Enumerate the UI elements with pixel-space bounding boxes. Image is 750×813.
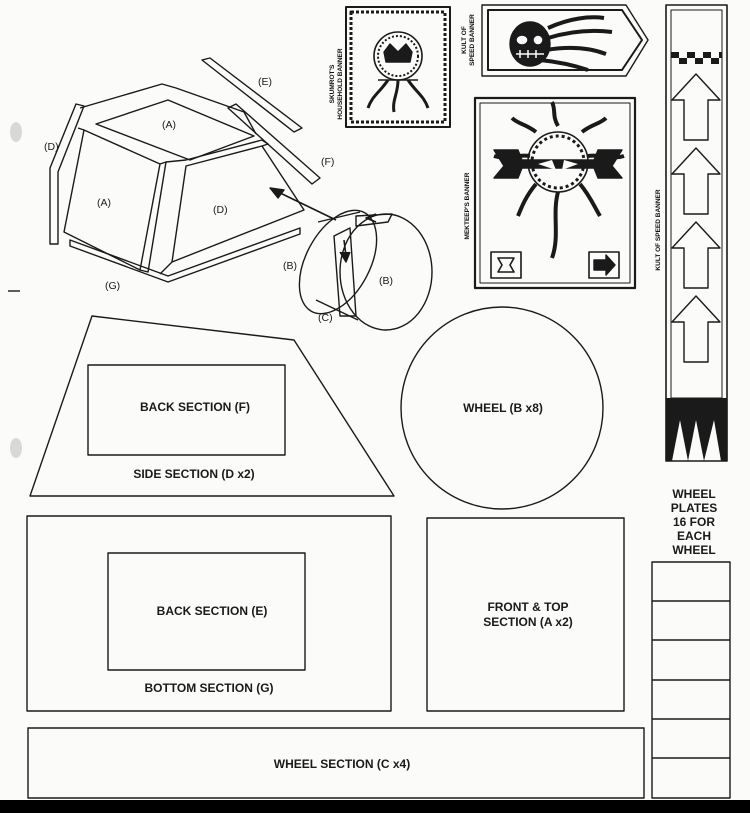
wheel-plates-grid (651, 561, 731, 799)
back-section-f-outline (87, 364, 286, 456)
label-d-right: (D) (213, 204, 228, 216)
label-f: (F) (321, 156, 334, 168)
punch-hole-bottom (10, 438, 22, 458)
wheel-plates-line3: 16 FOR (673, 515, 715, 529)
label-a-front: (A) (97, 197, 111, 209)
label-c: (C) (318, 312, 333, 324)
assembly-diagram (49, 57, 433, 331)
panel-a-top (95, 99, 255, 161)
wheel-outline (400, 306, 604, 510)
wheel-label: WHEEL (B x8) (463, 401, 543, 415)
kult-tall-title: KULT OF SPEED BANNER (655, 189, 662, 270)
wheel-section-label: WHEEL SECTION (C x4) (274, 757, 410, 771)
back-section-f-label: BACK SECTION (F) (140, 400, 250, 414)
mekteep-banner (473, 96, 637, 290)
label-g: (G) (105, 280, 120, 292)
panel-g-base (69, 227, 301, 283)
front-top-section-outline (426, 517, 625, 712)
panel-d-left (49, 103, 85, 245)
scan-bottom-edge (0, 800, 750, 813)
skumrot-banner (345, 6, 451, 128)
bottom-section-outline (26, 515, 392, 712)
wheel-plates-line5: WHEEL (672, 543, 715, 557)
skumrot-title-line2: HOUSEHOLD BANNER (337, 48, 344, 119)
kult-speed-banner-small (481, 4, 649, 77)
kult-speed-banner-tall (665, 4, 728, 462)
punch-hole-top (10, 122, 22, 142)
kult-small-title-line2: SPEED BANNER (469, 14, 476, 66)
mekteep-title: MEKTEEP'S BANNER (464, 172, 471, 239)
label-d-left: (D) (44, 141, 59, 153)
label-b-left: (B) (283, 260, 297, 272)
label-b-right: (B) (379, 275, 393, 287)
label-e: (E) (258, 76, 272, 88)
panel-e-exploded (201, 57, 303, 133)
side-section-label: SIDE SECTION (D x2) (133, 467, 254, 481)
front-top-label-line2: SECTION (A x2) (483, 615, 573, 629)
bottom-section-label: BOTTOM SECTION (G) (144, 681, 273, 695)
wheel-assembly (298, 209, 433, 331)
back-section-e-label: BACK SECTION (E) (157, 604, 268, 618)
wheel-plates-line4: EACH (677, 529, 711, 543)
back-section-e-outline (107, 552, 306, 671)
wheel-section-outline (27, 727, 645, 799)
panel-f-exploded (227, 103, 321, 185)
wheel-plates-line2: PLATES (671, 501, 717, 515)
front-top-label-line1: FRONT & TOP (487, 600, 568, 614)
skumrot-title-line1: SKUMROT'S (329, 64, 336, 103)
wheel-plates-line1: WHEEL (672, 487, 715, 501)
label-a-top: (A) (162, 119, 176, 131)
kult-small-title-line1: KULT OF (461, 26, 468, 54)
panel-d-right (171, 145, 305, 263)
side-section-outline (29, 315, 395, 497)
